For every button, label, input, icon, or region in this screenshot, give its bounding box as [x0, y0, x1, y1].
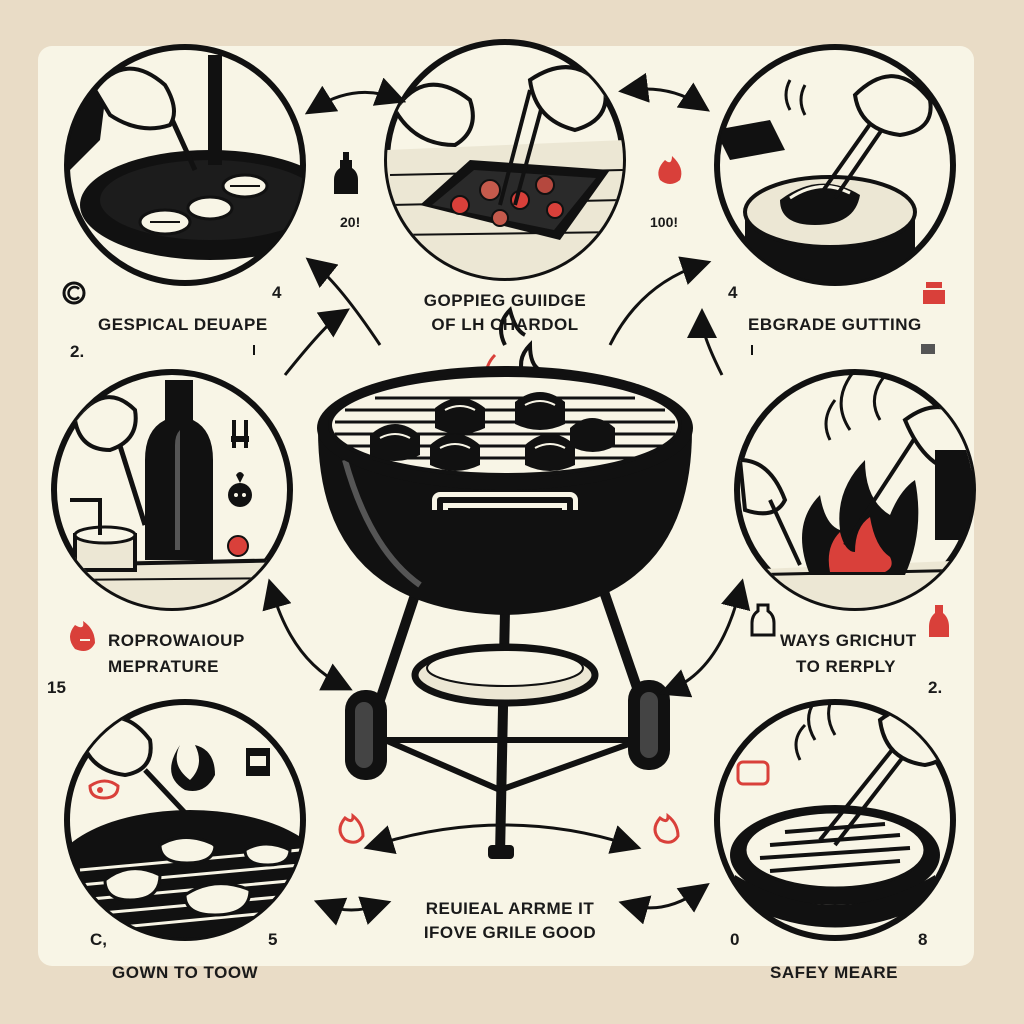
label-mid-left-line1: ROPROWAIOUP [108, 631, 245, 650]
label-top-right: EBGRADE GUTTING [748, 315, 922, 334]
step-circle-charcoal [384, 39, 626, 281]
label-mid-right-line2: TO RERPLY [796, 657, 896, 676]
number-c-bottom: C, [90, 930, 107, 949]
cup-icon [246, 748, 270, 776]
label-bottom-right: SAFEY MEARE [770, 963, 898, 982]
number-100: 100! [650, 214, 679, 230]
step-circle-pan [64, 44, 306, 286]
grill-icon [923, 282, 945, 304]
number-0: 0 [730, 930, 740, 949]
label-mid-right-line1: WAYS GRICHUT [780, 631, 917, 650]
step-circle-fire [734, 369, 976, 611]
label-top-center-line2: OF LH CHARDOL [431, 315, 579, 334]
step-circle-grill-pan [714, 699, 956, 941]
number-4-right: 4 [728, 283, 738, 302]
central-kettle-grill [317, 306, 693, 859]
step-circle-cutting [714, 44, 956, 286]
steak-icon [88, 779, 120, 800]
ketchup-icon [929, 605, 949, 637]
label-bottom-center-line1: REUIEAL ARRME IT [425, 899, 595, 918]
small-tick-marks [253, 344, 935, 355]
fire-icon [658, 156, 682, 184]
step-circle-steaks [64, 699, 306, 941]
number-8: 8 [918, 930, 928, 949]
copyright-icon [62, 281, 86, 305]
flow-arrows [262, 72, 751, 926]
bottle-outline-icon [750, 603, 776, 637]
label-bottom-left: GOWN TO TOOW [112, 963, 259, 982]
step-circle-bottle [51, 369, 293, 611]
label-top-left: GESPICAL DEUAPE [98, 315, 268, 334]
label-mid-left-line2: MEPRATURE [108, 657, 219, 676]
number-2-right: 2. [928, 678, 943, 697]
number-20: 20! [340, 214, 361, 230]
label-bottom-center-line2: IFOVE GRILE GOOD [423, 923, 597, 942]
charcoal-icon [228, 472, 252, 507]
number-5: 5 [268, 930, 278, 949]
label-top-center-line1: GOPPIEG GUIIDGE [423, 291, 587, 310]
sauce-bottle-icon [334, 152, 358, 194]
number-15: 15 [47, 678, 66, 697]
flame-icon-small [338, 812, 680, 844]
flame-icon [70, 621, 95, 651]
number-4-left: 4 [272, 283, 282, 302]
number-2-left: 2. [70, 342, 85, 361]
tongs-icon [231, 420, 249, 448]
